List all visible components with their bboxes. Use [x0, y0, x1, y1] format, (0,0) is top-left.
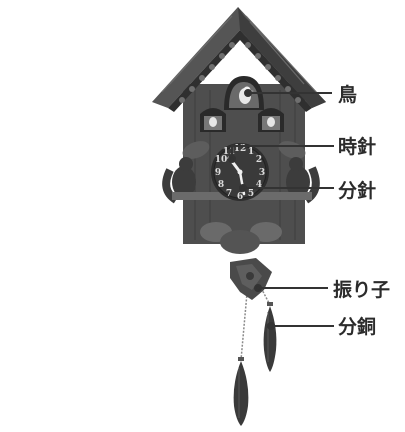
- dial-number: 3: [259, 168, 265, 178]
- chain-left: [240, 281, 249, 361]
- dial-number: 8: [218, 180, 224, 190]
- label-minute-hand: 分針: [338, 180, 377, 202]
- dial-number: 5: [248, 189, 254, 199]
- window-right: [258, 108, 284, 132]
- label-bird: 鳥: [338, 84, 358, 106]
- leader-lines: [228, 89, 334, 330]
- dial-number: 6: [237, 192, 243, 202]
- weight-right: [263, 302, 277, 372]
- trim-scallops: [179, 42, 301, 103]
- dial-number: 9: [215, 168, 221, 178]
- window-left: [200, 108, 226, 132]
- weight-left: [233, 357, 249, 426]
- clock-house: [152, 7, 326, 254]
- dial-number: 2: [256, 155, 262, 165]
- clock-dial: 12 1 2 3 4 5 6 7 8 9 10 11: [211, 143, 269, 202]
- roof-shading: [238, 7, 326, 108]
- roof-shingles: [161, 15, 319, 95]
- label-pendulum: 振り子: [333, 279, 391, 301]
- pendulum: [230, 258, 272, 300]
- dial-number: 12: [234, 144, 247, 154]
- dial-number: 10: [215, 155, 228, 165]
- dial-number: 4: [256, 180, 262, 190]
- dial-numbers: 12 1 2 3 4 5 6 7 8 9 10 11: [215, 144, 265, 202]
- label-weight: 分銅: [338, 316, 377, 338]
- leader-line-hour-hand: [231, 145, 334, 159]
- dial-number: 11: [223, 147, 236, 157]
- dial-number: 7: [226, 189, 232, 199]
- label-hour-hand: 時針: [338, 136, 377, 158]
- dial-number: 1: [248, 147, 254, 157]
